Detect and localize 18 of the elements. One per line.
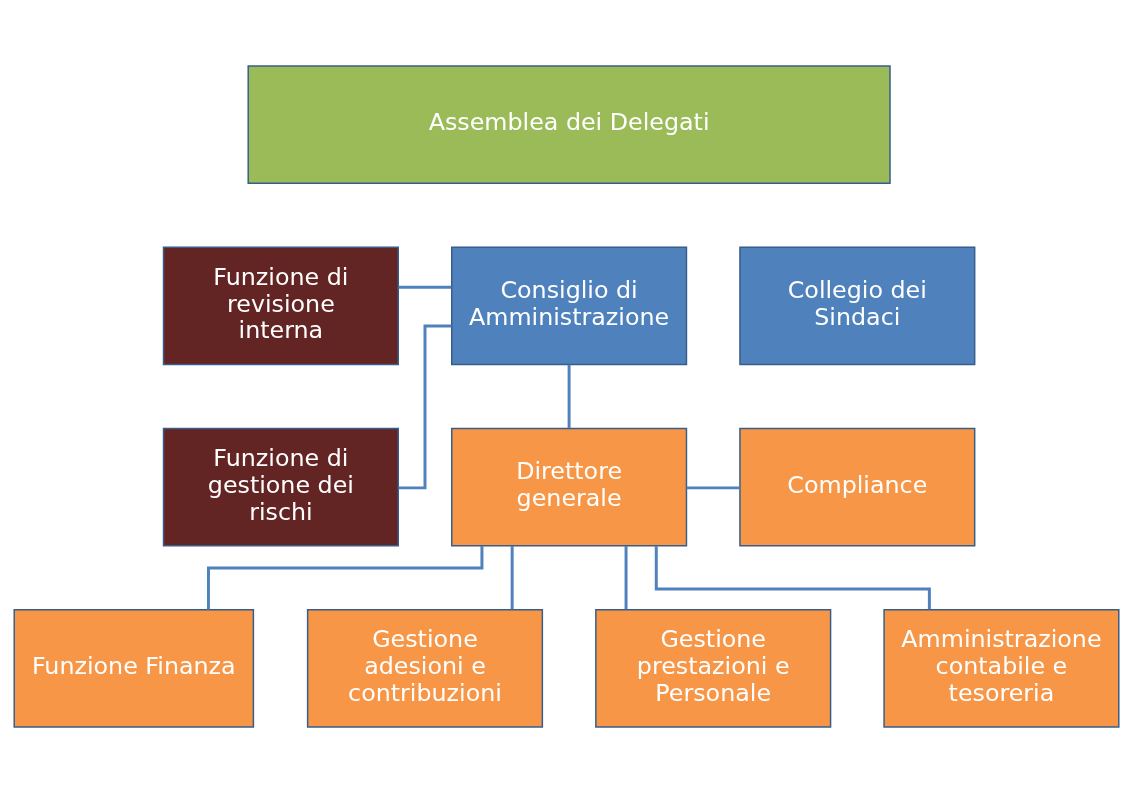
node-box: Assemblea dei Delegati [247, 64, 891, 184]
node-box: Funzione di revisione interna [162, 245, 399, 365]
connector [624, 545, 628, 609]
connector [510, 545, 514, 609]
node-box: Direttore generale [451, 427, 688, 547]
connector [567, 364, 571, 428]
node-box: Gestione adesioni e contribuzioni [306, 608, 544, 728]
node-box: Gestione prestazioni e Personale [595, 608, 832, 728]
node-box: Funzione Finanza [13, 608, 255, 728]
node-box: Collegio dei Sindaci [739, 245, 976, 365]
connector [686, 485, 740, 489]
node-box: Funzione di gestione dei rischi [162, 427, 399, 547]
connector [398, 285, 452, 289]
connector [398, 323, 452, 489]
node-box: Compliance [739, 427, 976, 547]
node-box: Amministrazione contabile e tesoreria [883, 608, 1120, 728]
node-box: Consiglio di Amministrazione [451, 245, 688, 365]
connector [206, 545, 484, 609]
